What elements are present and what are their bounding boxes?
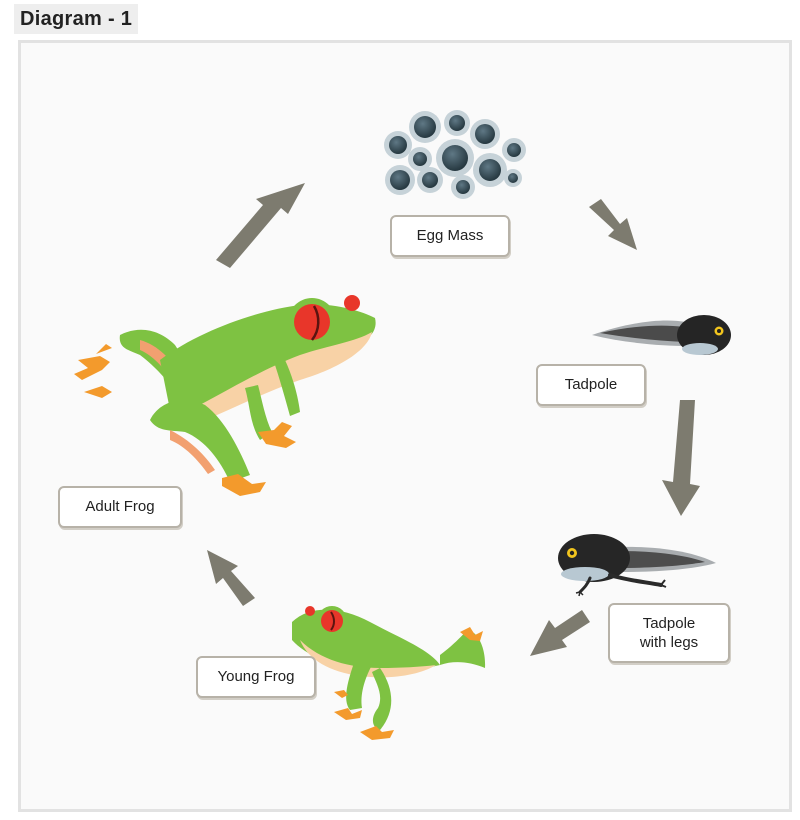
tadpole-with-legs-illustration xyxy=(558,534,716,597)
arrow-to-young-frog xyxy=(530,610,590,656)
egg-mass-label-text: Egg Mass xyxy=(416,227,484,245)
young-frog-label-text: Young Frog xyxy=(217,668,295,686)
arrow-to-tadpole-with-legs xyxy=(662,400,700,516)
adult-frog-illustration xyxy=(74,295,376,496)
adult-frog-label: Adult Frog xyxy=(58,486,182,528)
tadpole-with-legs-label: Tadpole with legs xyxy=(608,603,730,663)
egg-mass-illustration xyxy=(384,110,526,199)
tadpole-with-legs-label-text: Tadpole with legs xyxy=(639,614,699,652)
tadpole-label-text: Tadpole xyxy=(564,376,618,394)
young-frog-label: Young Frog xyxy=(196,656,316,698)
diagram-title: Diagram - 1 xyxy=(14,4,139,34)
tadpole-label: Tadpole xyxy=(536,364,646,406)
egg-mass-label: Egg Mass xyxy=(390,215,510,257)
arrow-to-egg-mass xyxy=(216,183,305,268)
arrow-to-tadpole xyxy=(589,199,637,250)
arrow-to-adult-frog xyxy=(207,550,255,606)
young-frog-illustration xyxy=(292,606,486,740)
tadpole-illustration xyxy=(592,315,731,355)
adult-frog-label-text: Adult Frog xyxy=(85,498,155,516)
